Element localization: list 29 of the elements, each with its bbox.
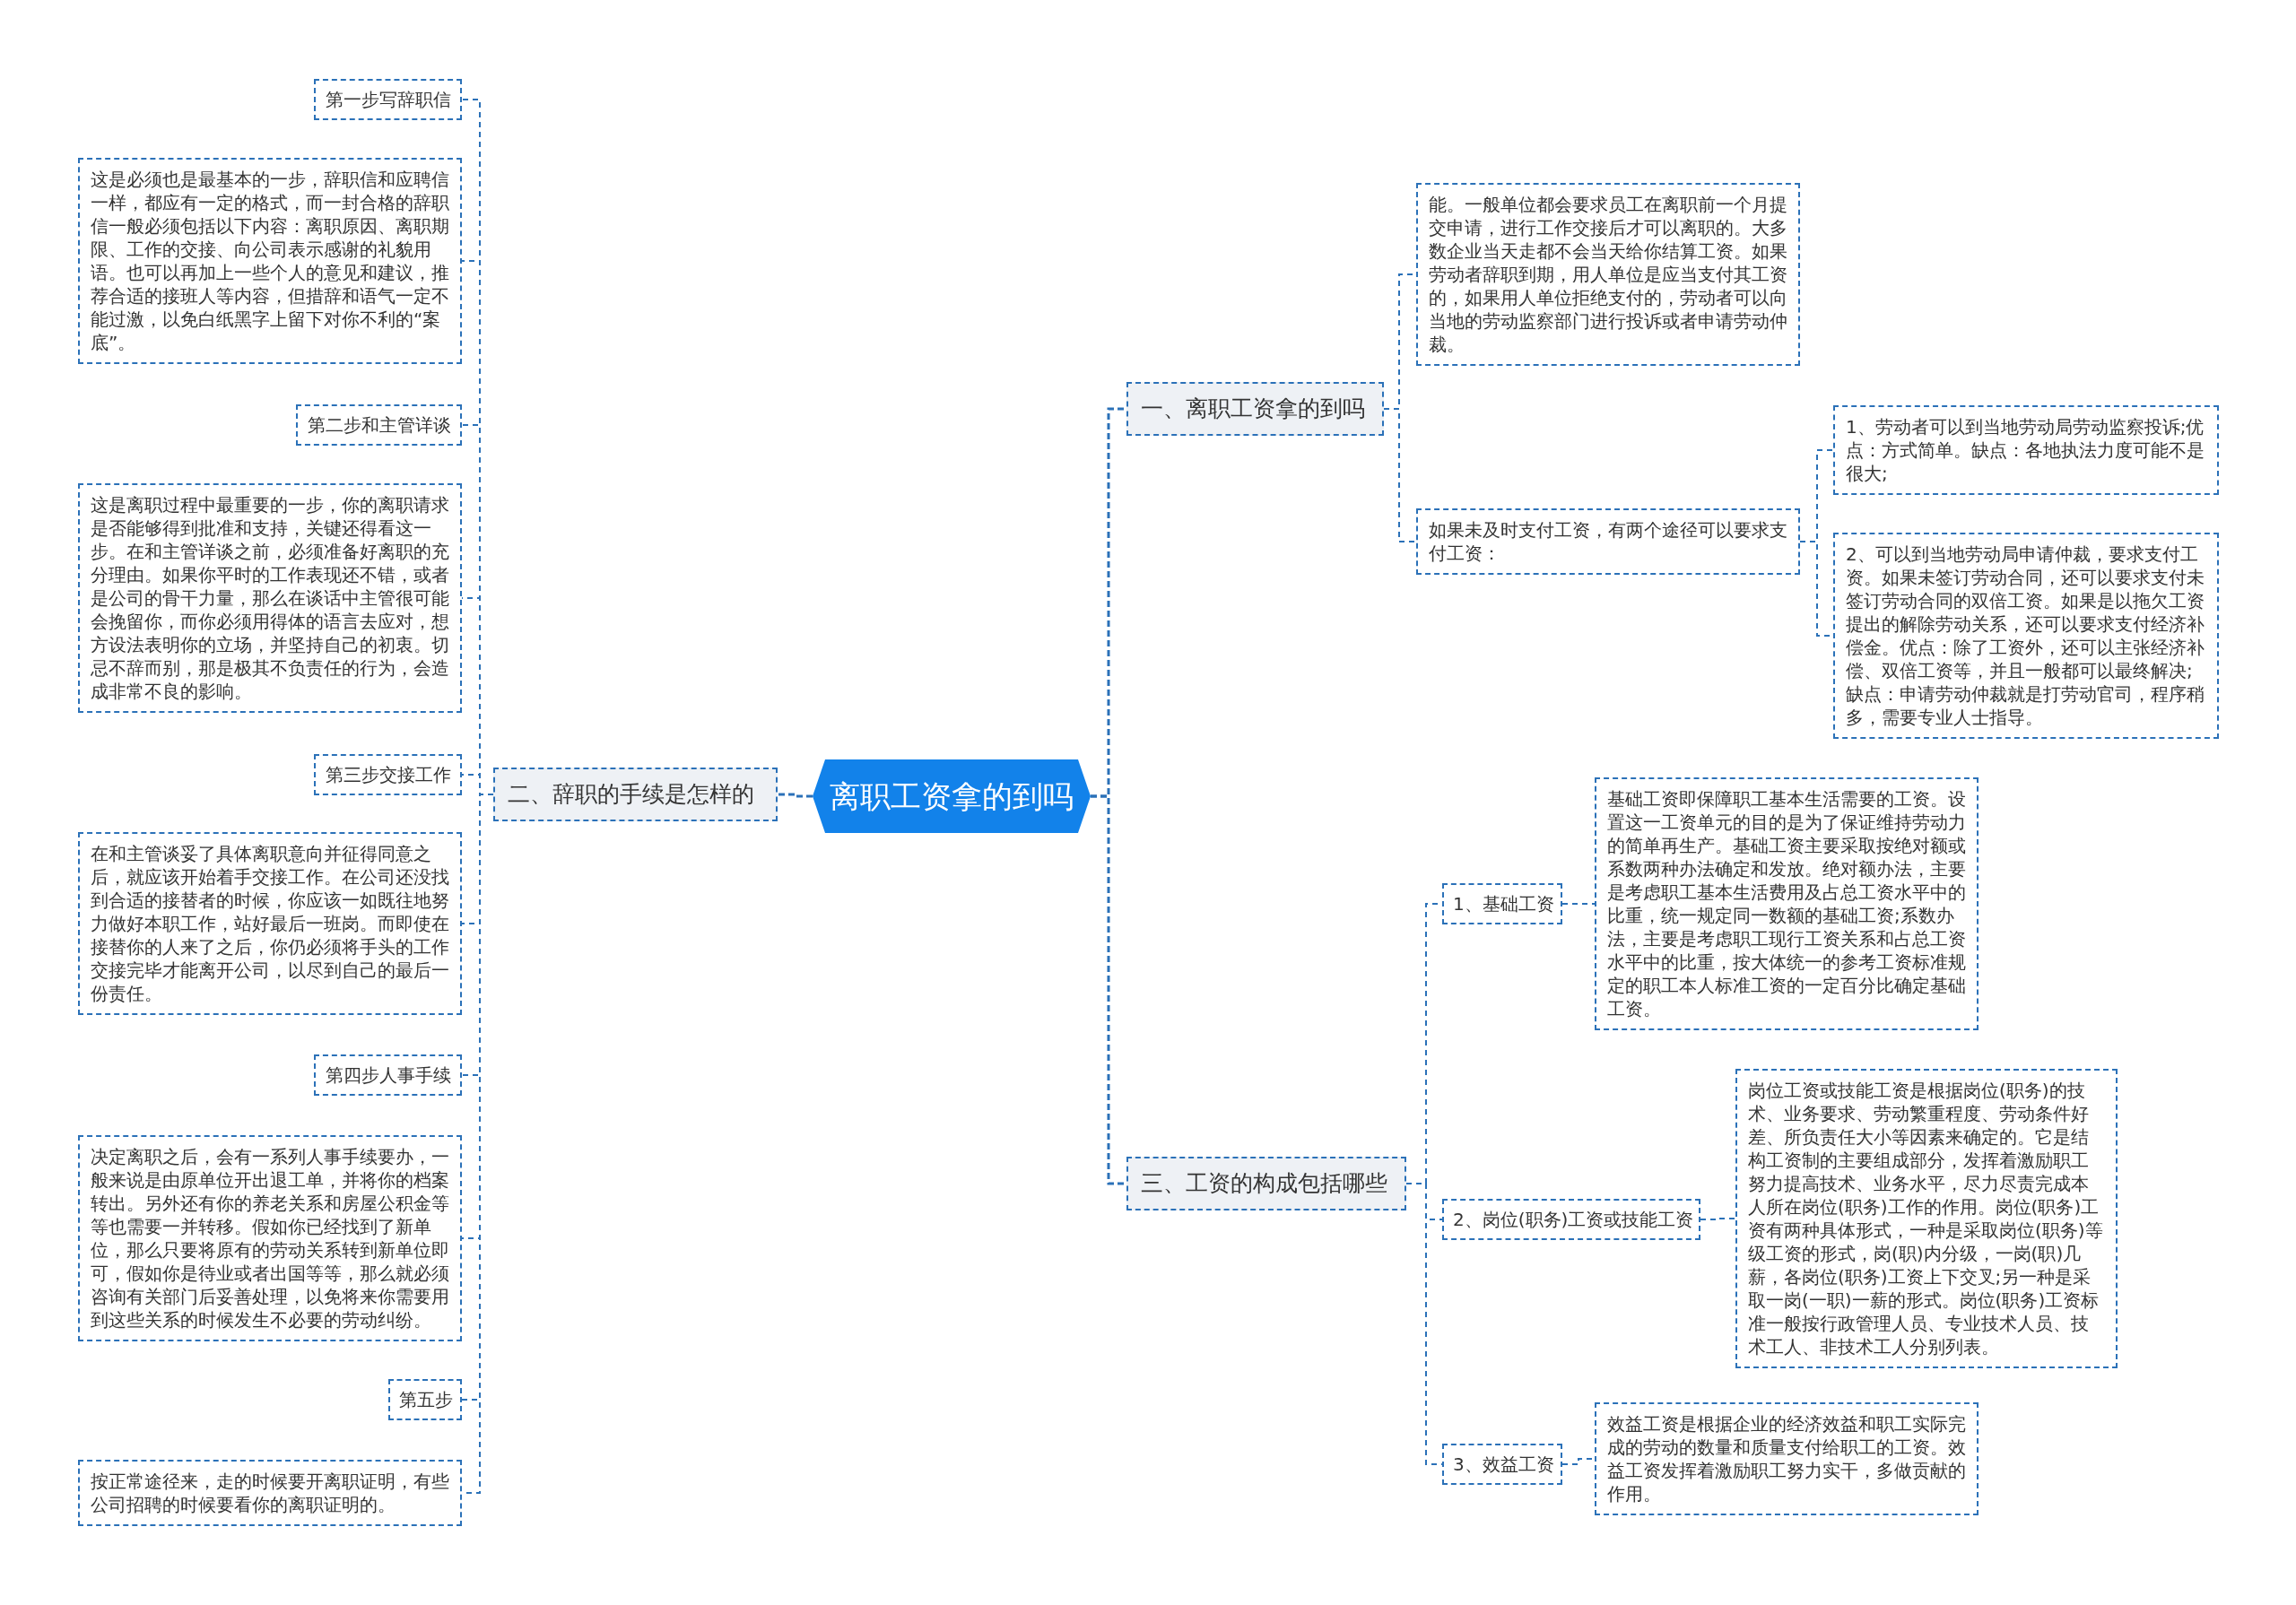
text-box: 这是离职过程中最重要的一步，你的离职请求是否能够得到批准和支持，关键还得看这一步。在和主管详谈之前，必须准备好离职的充分理由。如果你平时的工作表现还不错，或者是公司的骨干力量，那么在谈话中主管很可能会挽留你，而你必须用得体的语言去应对，想方设法表明你的立场，并坚持自己的初衷。切忌不辞而别，那是极其不负责任的行为，会造成非常不良的影响。 [78,483,462,713]
connector-line [1383,408,1417,542]
topic-label-box: 第二步和主管详谈 [296,404,462,446]
text-box: 决定离职之后，会有一系列人事手续要办，一般来说是由原单位开出退工单，并将你的档案转出。另外还有你的养老关系和房屋公积金等等也需要一并转移。假如你已经找到了新单位，那么只要将原有的劳动关系转到新单位即可，假如你是待业或者出国等等，那么就必须咨询有关部门后妥善处理，以免将来你需要用到这些关系的时候发生不必要的劳动纠纷。 [78,1135,462,1341]
text-box: 岗位工资或技能工资是根据岗位(职务)的技术、业务要求、劳动繁重程度、劳动条件好差、所负责任大小等因素来确定的。它是结构工资制的主要组成部分，发挥着激励职工努力提高技术、业务水平，尽力尽责完成本人所在岗位(职务)工作的作用。岗位(职务)工资有两种具体形式，一种是采取岗位(职务)等级工资的形式，岗(职)内分级，一岗(职)几薪，各岗位(职务)工资上下交叉;另一种是采取一岗(一职)一薪的形式。岗位(职务)工资标准一般按行政管理人员、专业技术人员、技术工人、非技术工人分别列表。 [1735,1069,2118,1368]
connector-line [1091,794,1126,1185]
connector-line [1561,903,1596,905]
central-topic-hexagon: 离职工资拿的到吗 [813,759,1091,833]
connector-line [778,793,813,798]
topic-label-box: 第一步写辞职信 [314,79,462,120]
text-box: 这是必须也是最基本的一步，辞职信和应聘信一样，都应有一定的格式，而一封合格的辞职信一般必须包括以下内容：离职原因、离职期限、工作的交接、向公司表示感谢的礼貌用语。也可以再加上一些个人的意见和建议，推荐合适的接班人等内容，但措辞和语气一定不能过激，以免白纸黑字上留下对你不利的“案底”。 [78,158,462,364]
branch-topic-box: 一、离职工资拿的到吗 [1126,382,1384,436]
text-box: 基础工资即保障职工基本生活需要的工资。设置这一工资单元的目的是为了保证维持劳动力的简单再生产。基础工资主要采取按绝对额或系数两种办法确定和发放。绝对额办法，主要是考虑职工基本生活费用及占总工资水平中的比重，统一规定同一数额的基础工资;系数办法，主要是考虑职工现行工资关系和占总工资水平中的比重，按大体统一的参考工资标准规定的职工本人标准工资的一定百分比确定基础工资。 [1595,777,1979,1030]
connector-line [1700,1218,1736,1220]
text-box: 能。一般单位都会要求员工在离职前一个月提交申请，进行工作交接后才可以离职的。大多数企业当天走都不会当天给你结算工资。如果劳动者辞职到期，用人单位是应当支付其工资的，如果用人单位拒绝支付的，劳动者可以向当地的劳动监察部门进行投诉或者申请劳动仲裁。 [1416,183,1800,366]
topic-label-box: 3、效益工资 [1442,1444,1562,1485]
topic-label-box: 1、基础工资 [1442,883,1562,924]
text-box: 效益工资是根据企业的经济效益和职工实际完成的劳动的数量和质量支付给职工的工资。效益工资发挥着激励职工努力实干，多做贡献的作用。 [1595,1402,1979,1515]
text-box: 2、可以到当地劳动局申请仲裁，要求支付工资。如果未签订劳动合同，还可以要求支付未签订劳动合同的双倍工资。如果是以拖欠工资提出的解除劳动关系，还可以要求支付经济补偿金。优点：除了工资外，还可以主张经济补偿、双倍工资等，并且一般都可以最终解决;缺点：申请劳动仲裁就是打劳动官司，程序稍多，需要专业人士指导。 [1833,533,2219,739]
text-box: 如果未及时支付工资，有两个途径可以要求支付工资： [1416,508,1800,575]
topic-label-box: 第三步交接工作 [314,754,462,795]
text-box: 在和主管谈妥了具体离职意向并征得同意之后，就应该开始着手交接工作。在公司还没找到合适的接替者的时候，你应该一如既往地努力做好本职工作，站好最后一班岗。而即使在接替你的人来了之后，你仍必须将手头的工作交接完毕才能离开公司，以尽到自己的最后一份责任。 [78,832,462,1015]
topic-label-box: 第五步 [388,1379,462,1420]
branch-topic-box: 二、辞职的手续是怎样的 [493,768,778,821]
text-box: 按正常途径来，走的时候要开离职证明，有些公司招聘的时候要看你的离职证明的。 [78,1460,462,1526]
topic-label-box: 2、岗位(职务)工资或技能工资 [1442,1199,1700,1240]
branch-topic-box: 三、工资的构成包括哪些 [1126,1157,1406,1210]
text-box: 1、劳动者可以到当地劳动局劳动监察投诉;优点：方式简单。缺点：各地执法力度可能不是很大; [1833,405,2219,495]
topic-label-box: 第四步人事手续 [314,1054,462,1096]
